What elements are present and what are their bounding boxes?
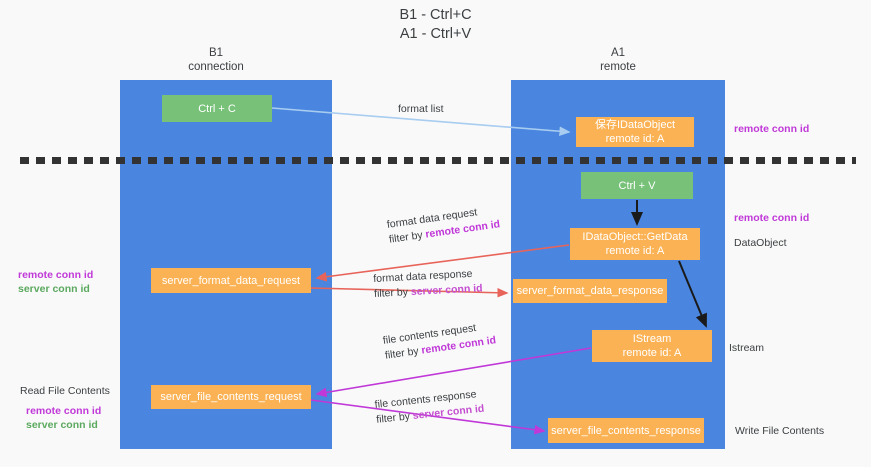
box-istream-line2: remote id: A xyxy=(622,347,682,359)
annotation-right-write-file-contents: Write File Contents xyxy=(735,424,824,438)
column-header-b1: B1 connection xyxy=(120,46,312,74)
annotation-dataobject-label: DataObject xyxy=(734,237,787,249)
column-header-a1-role: remote xyxy=(600,61,636,73)
box-ctrl-v[interactable]: Ctrl + V xyxy=(581,172,693,199)
filter-key-server-conn-id: server conn id xyxy=(410,282,483,299)
box-ctrl-v-label: Ctrl + V xyxy=(618,179,656,192)
annotation-left-file: Read File Contents remote conn id server… xyxy=(20,384,110,432)
box-server-file-contents-request[interactable]: server_file_contents_request xyxy=(151,385,311,409)
box-server-file-contents-response-label: server_file_contents_response xyxy=(551,424,701,437)
filter-prefix: filter by xyxy=(384,344,423,362)
box-idataobject-getdata[interactable]: IDataObject::GetData remote id: A xyxy=(570,228,700,260)
box-server-file-contents-request-label: server_file_contents_request xyxy=(160,391,302,403)
annotation-read-file-contents-label: Read File Contents xyxy=(20,385,110,397)
annotation-remote-conn-id: remote conn id xyxy=(734,212,810,224)
annotation-right-istream: Istream xyxy=(729,341,764,355)
box-idataobject-getdata-line2: remote id: A xyxy=(605,245,665,257)
box-server-file-contents-response[interactable]: server_file_contents_response xyxy=(548,418,704,443)
edge-label-format-list: format list xyxy=(398,102,444,117)
box-server-format-data-response[interactable]: server_format_data_response xyxy=(513,279,667,303)
column-header-a1: A1 remote xyxy=(511,46,725,74)
box-save-idataobject[interactable]: 保存IDataObject remote id: A xyxy=(576,117,694,147)
box-ctrl-c[interactable]: Ctrl + C xyxy=(162,95,272,122)
title-line-2: A1 - Ctrl+V xyxy=(399,26,472,42)
box-server-format-data-request[interactable]: server_format_data_request xyxy=(151,268,311,293)
column-header-b1-name: B1 xyxy=(208,47,224,59)
edge-label-file-contents-response: file contents response filter by server … xyxy=(374,387,485,428)
box-save-idataobject-line2: remote id: A xyxy=(605,133,665,145)
box-idataobject-getdata-line1: IDataObject::GetData xyxy=(582,231,688,243)
box-server-format-data-request-label: server_format_data_request xyxy=(161,274,301,287)
filter-prefix: filter by xyxy=(375,410,414,426)
box-ctrl-c-label: Ctrl + C xyxy=(198,102,236,115)
box-istream[interactable]: IStream remote id: A xyxy=(592,330,712,362)
annotation-right-top: remote conn id xyxy=(734,122,809,136)
box-server-format-data-response-label: server_format_data_response xyxy=(516,285,664,297)
title-line-1: B1 - Ctrl+C xyxy=(399,7,472,23)
annotation-remote-conn-id: remote conn id xyxy=(734,123,810,135)
annotation-left-format: remote conn id server conn id xyxy=(18,268,93,296)
edge-label-file-contents-request: file contents request filter by remote c… xyxy=(382,318,497,363)
annotation-istream-label: Istream xyxy=(729,342,765,354)
column-header-a1-name: A1 xyxy=(610,47,626,59)
edge-label-format-list-text: format list xyxy=(398,103,444,115)
edge-label-format-data-response: format data response filter by server co… xyxy=(373,266,483,302)
annotation-server-conn-id: server conn id xyxy=(26,419,98,431)
annotation-write-file-contents-label: Write File Contents xyxy=(735,425,825,437)
annotation-right-dataobject: remote conn id DataObject xyxy=(734,211,809,250)
diagram-title: B1 - Ctrl+C A1 - Ctrl+V xyxy=(0,6,871,44)
annotation-remote-conn-id: remote conn id xyxy=(26,405,102,417)
box-istream-line1: IStream xyxy=(632,333,672,345)
annotation-server-conn-id: server conn id xyxy=(18,283,90,295)
filter-prefix: filter by xyxy=(373,286,412,300)
box-save-idataobject-line1: 保存IDataObject xyxy=(594,119,676,131)
dashed-separator-line xyxy=(20,157,856,164)
edge-label-format-data-request: format data request filter by remote con… xyxy=(386,202,501,247)
column-header-b1-role: connection xyxy=(188,61,244,73)
filter-prefix: filter by xyxy=(388,228,427,246)
annotation-remote-conn-id: remote conn id xyxy=(18,269,94,281)
